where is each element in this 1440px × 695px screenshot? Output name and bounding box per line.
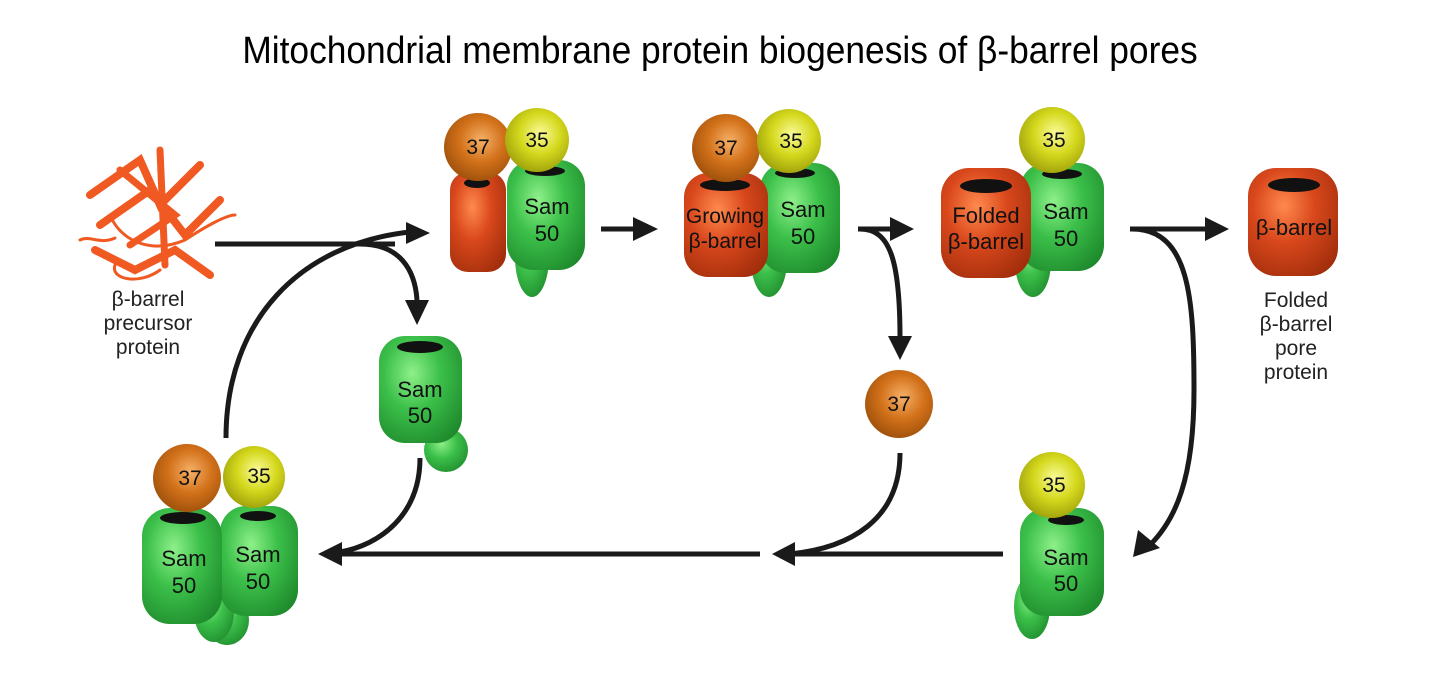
sam37-subunit xyxy=(692,114,760,182)
sam50-label-line2: 50 xyxy=(535,221,559,246)
sam37-subunit xyxy=(865,370,933,438)
sam50-label-line1: Sam xyxy=(780,197,825,222)
sam50-label-line1: Sam xyxy=(1043,199,1088,224)
sam35-subunit xyxy=(757,109,821,173)
caption-line: protein xyxy=(1263,361,1329,384)
sam50-barrel xyxy=(379,336,462,443)
growing-beta-barrel xyxy=(684,173,768,277)
sam37-label: 37 xyxy=(714,137,737,160)
caption-line: β-barrel xyxy=(111,288,185,311)
diagram-title: Mitochondrial membrane protein biogenesi… xyxy=(242,30,1198,72)
caption-line: Folded xyxy=(1263,289,1329,312)
arrow-branch-to-free-sam50 xyxy=(359,241,420,301)
sam50-barrel-right xyxy=(220,506,298,616)
sam35-label: 35 xyxy=(779,130,802,153)
folded-label-line1: Folded xyxy=(952,203,1019,228)
arrowhead-right xyxy=(406,222,430,244)
sam-complex-folded: 35 Folded β-barrel Sam 50 xyxy=(941,107,1104,297)
free-sam50: Sam 50 xyxy=(379,336,468,472)
folded-pore-protein: β-barrel xyxy=(1248,168,1338,276)
precursor-protein-icon xyxy=(78,146,237,281)
barrel-label: β-barrel xyxy=(1256,215,1332,240)
sam37-label: 37 xyxy=(178,467,201,490)
sam50-label-line1: Sam xyxy=(397,377,442,402)
sam50-barrel xyxy=(1020,508,1104,616)
growing-label-line2: β-barrel xyxy=(689,230,762,253)
sam50-barrel-left xyxy=(142,508,222,624)
arrow-recycle-up xyxy=(223,229,411,439)
sam35-subunit xyxy=(1019,452,1085,518)
folded-pore-caption: Folded β-barrel pore protein xyxy=(1226,289,1366,385)
caption-line: pore xyxy=(1274,337,1318,360)
arrowhead-left xyxy=(772,542,795,566)
sam-complex-with-early-barrel: 37 35 Sam 50 xyxy=(444,108,585,297)
arrowhead-down xyxy=(888,336,912,360)
arrow-free-sam50-return xyxy=(339,457,423,555)
sam37-label: 37 xyxy=(887,393,910,416)
sam50-label-line2: 50 xyxy=(1054,571,1078,596)
folded-beta-barrel xyxy=(1248,168,1338,276)
arrow-to-sam35-sam50 xyxy=(1131,226,1197,547)
sam50-label-line2: 50 xyxy=(791,224,815,249)
sam50-label-line1: Sam xyxy=(161,546,206,571)
arrow-release-sam37 xyxy=(859,226,903,339)
arrowhead-right xyxy=(633,217,658,241)
sam-dimer-complex: 37 35 Sam 50 Sam 50 xyxy=(142,444,298,645)
sam35-sam50: 35 Sam 50 xyxy=(1014,452,1104,639)
caption-line: β-barrel xyxy=(1259,313,1333,336)
arrowhead-left xyxy=(318,542,342,566)
growing-label-line1: Growing xyxy=(686,205,764,228)
sam50-label-line2: 50 xyxy=(172,573,196,598)
sam50-barrel xyxy=(1020,163,1104,271)
sam50-label-line1: Sam xyxy=(235,542,280,567)
caption-line: protein xyxy=(115,336,181,359)
sam50-barrel xyxy=(760,163,840,273)
folded-beta-barrel xyxy=(941,168,1031,278)
sam50-barrel xyxy=(507,160,585,270)
sam35-subunit xyxy=(223,446,285,508)
sam50-label-line2: 50 xyxy=(246,569,270,594)
sam35-label: 35 xyxy=(1042,129,1065,152)
sam35-subunit xyxy=(1019,107,1085,173)
arrowhead-down xyxy=(405,300,429,325)
sam35-label: 35 xyxy=(247,465,270,488)
sam-complex-growing: 37 35 Growing β-barrel Sam 50 xyxy=(684,109,840,297)
caption-line: precursor xyxy=(103,312,193,335)
sam50-label-line1: Sam xyxy=(1043,545,1088,570)
folded-label-line2: β-barrel xyxy=(948,229,1024,254)
arrowhead-right xyxy=(890,217,914,241)
sam50-label-line2: 50 xyxy=(1054,226,1078,251)
sam50-label-line1: Sam xyxy=(524,194,569,219)
arrowhead-right xyxy=(1205,217,1229,241)
precursor-caption: β-barrel precursor protein xyxy=(78,288,218,360)
sam50-label-line2: 50 xyxy=(408,403,432,428)
sam37-subunit xyxy=(153,444,221,512)
sam37-subunit xyxy=(444,113,512,181)
inserting-beta-barrel xyxy=(450,172,506,272)
sam35-label: 35 xyxy=(1042,474,1065,497)
sam35-label: 35 xyxy=(525,129,548,152)
arrow-sam37-return xyxy=(789,452,903,557)
sam37-label: 37 xyxy=(466,136,489,159)
free-sam37: 37 xyxy=(865,370,933,438)
arrows xyxy=(215,217,1229,566)
sam35-subunit xyxy=(505,108,569,172)
arrowhead-down-left xyxy=(1133,530,1160,557)
